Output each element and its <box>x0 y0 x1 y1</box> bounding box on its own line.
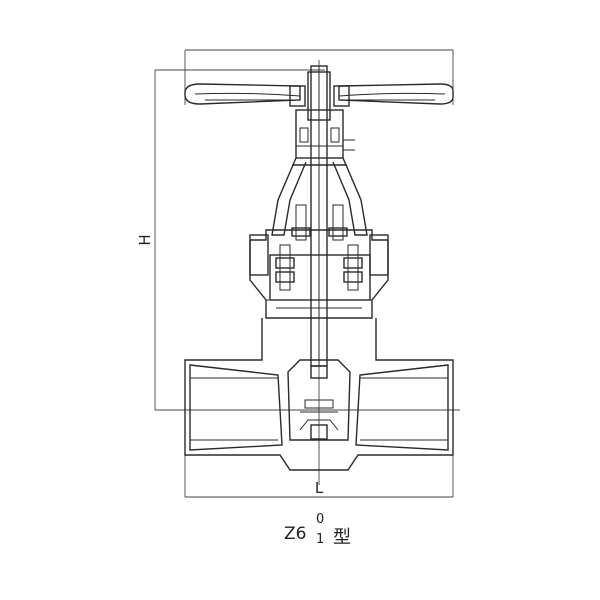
yoke-nut <box>295 109 355 159</box>
model-subscript: 1 <box>316 532 325 547</box>
model-suffix: 型 <box>333 527 351 548</box>
valve-body <box>184 318 454 471</box>
length-label: L <box>315 479 324 497</box>
bonnet <box>249 204 389 319</box>
yoke <box>271 157 368 236</box>
model-superscript: 0 <box>316 512 325 527</box>
height-label: H <box>136 234 154 245</box>
model-number: Z6 <box>284 524 307 544</box>
handwheel <box>184 83 454 107</box>
model-caption: Z6 0 1 型 <box>0 512 600 552</box>
valve-stem <box>307 65 331 367</box>
